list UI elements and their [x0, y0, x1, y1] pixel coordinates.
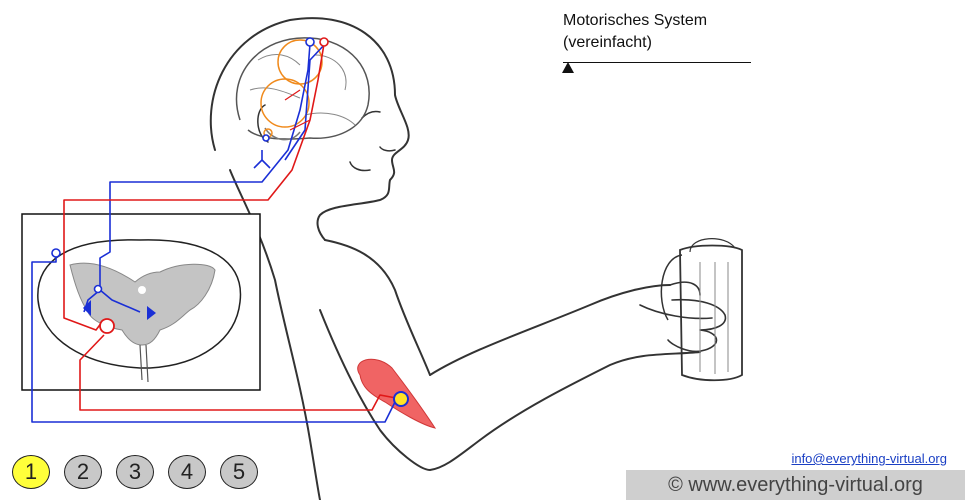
forearm-top: [430, 285, 670, 375]
step-button-4[interactable]: 4: [168, 455, 206, 489]
step-button-3[interactable]: 3: [116, 455, 154, 489]
forearm-bottom: [480, 352, 700, 440]
title-line-1: Motorisches System: [563, 10, 751, 32]
shoulder-front: [325, 240, 430, 375]
title-line-2: (vereinfacht): [563, 32, 751, 54]
face-details: [350, 111, 395, 170]
triangle-marker-icon: [562, 62, 574, 73]
muscle-spindle-receptor: [394, 392, 408, 406]
step-button-2[interactable]: 2: [64, 455, 102, 489]
brain: [236, 38, 369, 140]
step-navigation: 1 2 3 4 5: [12, 455, 258, 489]
diagram-title: Motorisches System (vereinfacht): [563, 10, 751, 54]
step-button-5[interactable]: 5: [220, 455, 258, 489]
step-button-1[interactable]: 1: [12, 455, 50, 489]
copyright-banner: © www.everything-virtual.org: [626, 470, 965, 500]
title-underline: [563, 62, 751, 63]
person-figure: [211, 18, 726, 500]
spinal-cord-section: [22, 214, 260, 390]
beer-mug: [661, 239, 742, 381]
contact-email-link[interactable]: info@everything-virtual.org: [791, 451, 947, 466]
hand: [640, 282, 725, 351]
